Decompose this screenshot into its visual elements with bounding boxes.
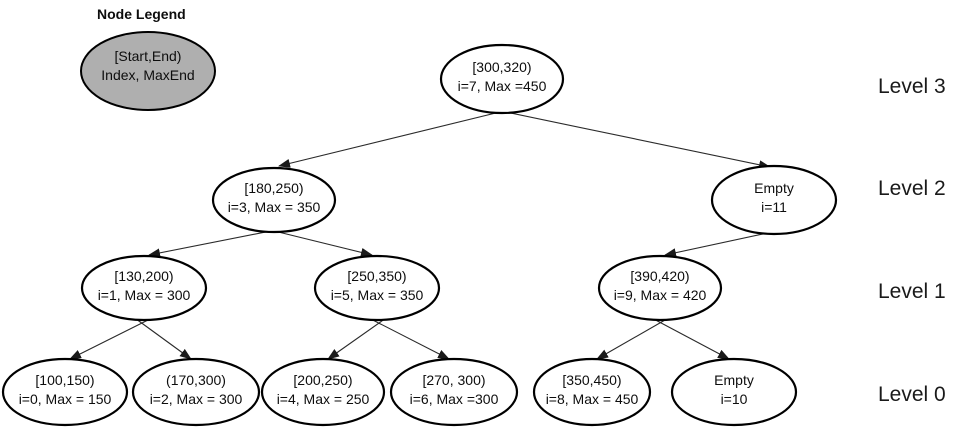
node-i10-ellipse xyxy=(670,357,798,427)
node-i0-ellipse xyxy=(1,357,129,427)
node-i10-index: i=10 xyxy=(721,391,748,407)
node-i9-ellipse xyxy=(597,254,723,322)
node-i3-interval: [180,250) xyxy=(244,180,303,196)
edge-i1-i0 xyxy=(69,315,157,360)
node-i4-index: i=4, Max = 250 xyxy=(277,391,370,407)
node-i11-interval: Empty xyxy=(754,180,794,196)
legend-title: Node Legend xyxy=(97,6,186,22)
level-3-label: Level 3 xyxy=(878,75,946,98)
node-i1-index: i=1, Max = 300 xyxy=(98,287,191,303)
node-i10-interval: Empty xyxy=(714,372,754,388)
node-i8-interval: [350,450) xyxy=(562,372,621,388)
node-i0-interval: [100,150) xyxy=(35,372,94,388)
node-i5-interval: [250,350) xyxy=(347,268,406,284)
edge-i9-i8 xyxy=(596,315,673,360)
legend-node-interval: [Start,End) xyxy=(115,48,182,64)
node-i3-index: i=3, Max = 350 xyxy=(228,199,321,215)
node-i1-ellipse xyxy=(80,254,208,322)
node-i7-ellipse xyxy=(439,43,565,115)
node-i2-interval: (170,300) xyxy=(166,372,226,388)
node-i5-index: i=5, Max = 350 xyxy=(331,287,424,303)
edge-i11-i9 xyxy=(664,231,773,258)
legend-node-ellipse xyxy=(80,31,216,111)
node-i1-interval: [130,200) xyxy=(114,268,173,284)
node-i4-ellipse xyxy=(260,357,386,427)
edge-i5-i6 xyxy=(364,315,450,360)
node-i8-ellipse xyxy=(532,357,652,427)
node-i7-interval: [300,320) xyxy=(472,59,531,75)
node-i6-interval: [270, 300) xyxy=(422,372,485,388)
node-i2-index: i=2, Max = 300 xyxy=(150,391,243,407)
node-i2-ellipse xyxy=(131,357,261,427)
edge-i9-i10 xyxy=(647,315,730,360)
node-i11-index: i=11 xyxy=(761,199,787,215)
node-i8-index: i=8, Max = 450 xyxy=(546,391,639,407)
node-i6-index: i=6, Max =300 xyxy=(410,391,499,407)
node-i3-ellipse xyxy=(211,166,337,234)
node-i7-index: i=7, Max =450 xyxy=(458,78,547,94)
level-1-label: Level 1 xyxy=(878,280,946,303)
legend-node-index: Index, MaxEnd xyxy=(101,67,194,83)
level-0-label: Level 0 xyxy=(878,383,946,406)
edge-i5-i4 xyxy=(327,315,390,360)
node-i9-interval: [390,420) xyxy=(630,268,689,284)
edge-i7-i11 xyxy=(495,109,771,170)
node-i6-ellipse xyxy=(389,357,519,427)
level-2-label: Level 2 xyxy=(878,177,946,200)
node-i11-ellipse xyxy=(710,164,838,236)
node-i5-ellipse xyxy=(313,254,441,322)
edge-i7-i3 xyxy=(278,109,509,168)
node-i4-interval: [200,250) xyxy=(293,372,352,388)
node-i0-index: i=0, Max = 150 xyxy=(19,391,112,407)
node-i9-index: i=9, Max = 420 xyxy=(614,287,707,303)
edge-i1-i2 xyxy=(131,315,192,360)
